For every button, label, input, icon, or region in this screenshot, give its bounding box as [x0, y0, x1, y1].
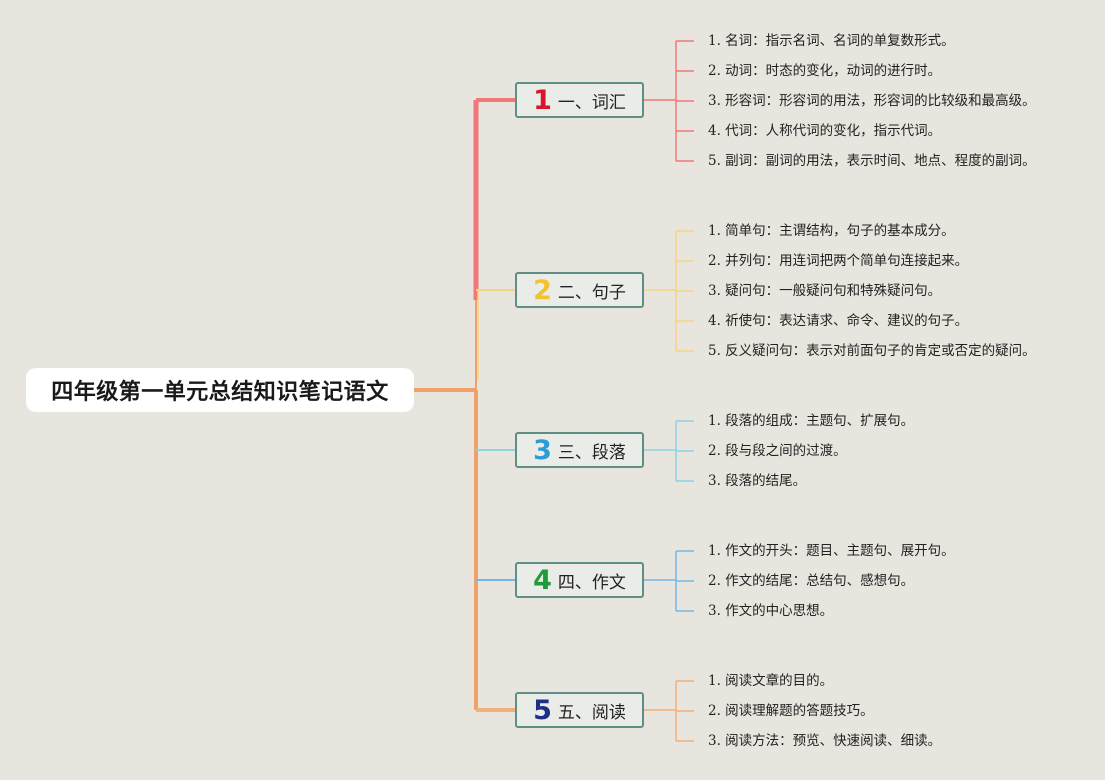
leaf-item[interactable]: 5. 副词：副词的用法，表示时间、地点、程度的副词。	[708, 153, 1036, 169]
leaf-item[interactable]: 1. 阅读文章的目的。	[708, 673, 834, 689]
branch-label-paragraphs: 三、段落	[557, 442, 626, 463]
leaf-item[interactable]: 1. 名词：指示名词、名词的单复数形式。	[708, 33, 955, 49]
branch-label-vocabulary: 一、词汇	[557, 92, 626, 113]
leaf-item[interactable]: 3. 作文的中心思想。	[708, 603, 834, 619]
root-title: 四年级第一单元总结知识笔记语文	[51, 380, 389, 405]
leaf-item[interactable]: 2. 动词：时态的变化，动词的进行时。	[708, 63, 942, 79]
leaf-item[interactable]: 4. 代词：人称代词的变化，指示代词。	[708, 123, 942, 139]
branch-vocabulary[interactable]: 1 一、词汇	[515, 82, 644, 118]
leaf-item[interactable]: 3. 形容词：形容词的用法，形容词的比较级和最高级。	[708, 93, 1036, 109]
branch-label-composition: 四、作文	[557, 572, 626, 593]
branch-number-1: 1	[533, 84, 552, 116]
leaf-item[interactable]: 3. 段落的结尾。	[708, 473, 807, 489]
leaf-item[interactable]: 1. 段落的组成：主题句、扩展句。	[708, 413, 915, 429]
leaf-item[interactable]: 1. 作文的开头：题目、主题句、展开句。	[708, 543, 955, 559]
leaf-item[interactable]: 5. 反义疑问句：表示对前面句子的肯定或否定的疑问。	[708, 343, 1036, 359]
branch-sentences[interactable]: 2 二、句子	[515, 272, 644, 308]
branch-number-5: 5	[533, 694, 552, 726]
leaf-item[interactable]: 2. 段与段之间的过渡。	[708, 443, 847, 459]
leaf-item[interactable]: 2. 阅读理解题的答题技巧。	[708, 703, 874, 719]
branch-composition[interactable]: 4 四、作文	[515, 562, 644, 598]
branch-number-2: 2	[533, 274, 552, 306]
leaf-item[interactable]: 3. 阅读方法：预览、快速阅读、细读。	[708, 733, 942, 749]
leaf-item[interactable]: 2. 作文的结尾：总结句、感想句。	[708, 573, 915, 589]
leaf-item[interactable]: 3. 疑问句：一般疑问句和特殊疑问句。	[708, 283, 942, 299]
root-topic[interactable]: 四年级第一单元总结知识笔记语文	[26, 368, 414, 412]
leaf-item[interactable]: 4. 祈使句：表达请求、命令、建议的句子。	[708, 313, 969, 329]
branch-paragraphs[interactable]: 3 三、段落	[515, 432, 644, 468]
branch-number-3: 3	[533, 434, 552, 466]
leaf-item[interactable]: 1. 简单句：主谓结构，句子的基本成分。	[708, 223, 955, 239]
branch-number-4: 4	[533, 564, 552, 596]
branch-label-sentences: 二、句子	[557, 282, 626, 303]
branch-reading[interactable]: 5 五、阅读	[515, 692, 644, 728]
branch-label-reading: 五、阅读	[557, 702, 626, 723]
leaf-item[interactable]: 2. 并列句：用连词把两个简单句连接起来。	[708, 253, 969, 269]
